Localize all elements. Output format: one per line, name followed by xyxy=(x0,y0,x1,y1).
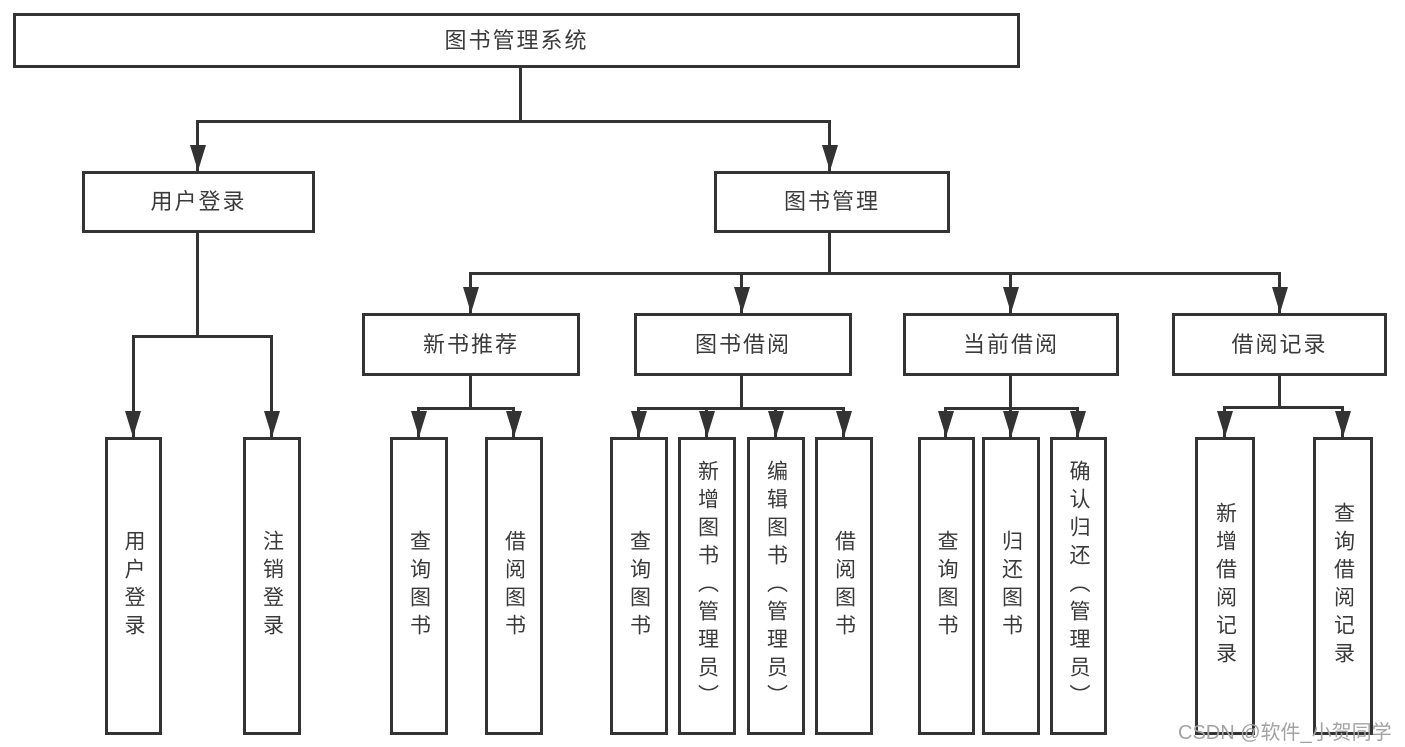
arrow-down-icon xyxy=(264,411,280,437)
arrow-down-icon xyxy=(1003,287,1019,313)
node-new-book-recommendation: 新书推荐 xyxy=(362,313,580,376)
connector-line xyxy=(828,233,831,272)
leaf-query-borrow-record-label: 查询借阅记录 xyxy=(1331,502,1355,670)
arrow-down-icon xyxy=(1217,411,1233,437)
leaf-add-borrow-record-label: 新增借阅记录 xyxy=(1213,502,1237,670)
node-root: 图书管理系统 xyxy=(13,13,1020,68)
node-current-borrowing-label: 当前借阅 xyxy=(962,331,1059,357)
arrow-down-icon xyxy=(768,411,784,437)
node-current-borrowing: 当前借阅 xyxy=(903,313,1119,376)
leaf-add-books-admin-label: 新增图书（管理员） xyxy=(695,460,719,712)
node-borrowing-records-label: 借阅记录 xyxy=(1231,331,1328,357)
node-book-borrowing: 图书借阅 xyxy=(634,313,852,376)
leaf-query-books-2-label: 查询图书 xyxy=(627,530,651,642)
connector-line xyxy=(132,335,273,338)
arrow-down-icon xyxy=(734,287,750,313)
leaf-query-books-3: 查询图书 xyxy=(918,437,975,735)
connector-line xyxy=(469,272,1281,275)
leaf-logout: 注销登录 xyxy=(243,437,301,735)
connector-line xyxy=(132,335,135,437)
arrow-down-icon xyxy=(699,411,715,437)
arrow-down-icon xyxy=(463,287,479,313)
leaf-query-books-1-label: 查询图书 xyxy=(407,530,431,642)
node-user-login: 用户登录 xyxy=(82,171,315,233)
connector-line xyxy=(270,335,273,437)
leaf-logout-label: 注销登录 xyxy=(260,530,284,642)
node-borrowing-records: 借阅记录 xyxy=(1172,313,1387,376)
leaf-user-login: 用户登录 xyxy=(105,437,162,735)
node-user-login-label: 用户登录 xyxy=(150,189,247,214)
connector-line xyxy=(1223,406,1344,409)
leaf-edit-books-admin-label: 编辑图书（管理员） xyxy=(764,460,788,712)
connector-line xyxy=(740,375,743,410)
connector-line xyxy=(469,375,472,410)
connector-line xyxy=(196,233,199,335)
leaf-add-borrow-record: 新增借阅记录 xyxy=(1195,437,1255,735)
arrow-down-icon xyxy=(190,145,206,171)
arrow-down-icon xyxy=(822,145,838,171)
arrow-down-icon xyxy=(836,411,852,437)
node-root-label: 图书管理系统 xyxy=(444,27,589,53)
node-book-borrowing-label: 图书借阅 xyxy=(694,331,791,357)
leaf-borrow-books-1-label: 借阅图书 xyxy=(502,530,526,642)
connector-line xyxy=(1278,375,1281,409)
leaf-add-books-admin: 新增图书（管理员） xyxy=(678,437,736,735)
connector-line xyxy=(417,407,515,410)
leaf-confirm-return-admin: 确认归还（管理员） xyxy=(1050,437,1107,735)
connector-line xyxy=(1009,375,1012,410)
leaf-query-books-3-label: 查询图书 xyxy=(935,530,958,642)
connector-line xyxy=(519,68,522,120)
leaf-edit-books-admin: 编辑图书（管理员） xyxy=(747,437,805,735)
leaf-confirm-return-admin-label: 确认归还（管理员） xyxy=(1067,460,1090,712)
leaf-return-books-label: 归还图书 xyxy=(999,530,1023,642)
connector-line xyxy=(196,120,831,123)
csdn-watermark: CSDN @软件_小贺同学 xyxy=(1178,722,1392,744)
arrow-down-icon xyxy=(631,411,647,437)
leaf-borrow-books-1: 借阅图书 xyxy=(485,437,543,735)
leaf-borrow-books-2: 借阅图书 xyxy=(815,437,873,735)
node-book-management-label: 图书管理 xyxy=(783,189,880,214)
arrow-down-icon xyxy=(938,411,954,437)
arrow-down-icon xyxy=(1003,411,1019,437)
arrow-down-icon xyxy=(1272,287,1288,313)
leaf-query-books-2: 查询图书 xyxy=(610,437,668,735)
arrow-down-icon xyxy=(1335,411,1351,437)
arrow-down-icon xyxy=(1070,411,1086,437)
arrow-down-icon xyxy=(411,411,427,437)
arrow-down-icon xyxy=(125,411,141,437)
leaf-return-books: 归还图书 xyxy=(982,437,1040,735)
node-new-book-recommendation-label: 新书推荐 xyxy=(422,331,519,357)
leaf-user-login-label: 用户登录 xyxy=(122,530,145,642)
arrow-down-icon xyxy=(506,411,522,437)
leaf-borrow-books-2-label: 借阅图书 xyxy=(832,530,856,642)
leaf-query-borrow-record: 查询借阅记录 xyxy=(1313,437,1373,735)
connector-line xyxy=(637,407,845,410)
node-book-management: 图书管理 xyxy=(714,171,950,233)
leaf-query-books-1: 查询图书 xyxy=(390,437,448,735)
